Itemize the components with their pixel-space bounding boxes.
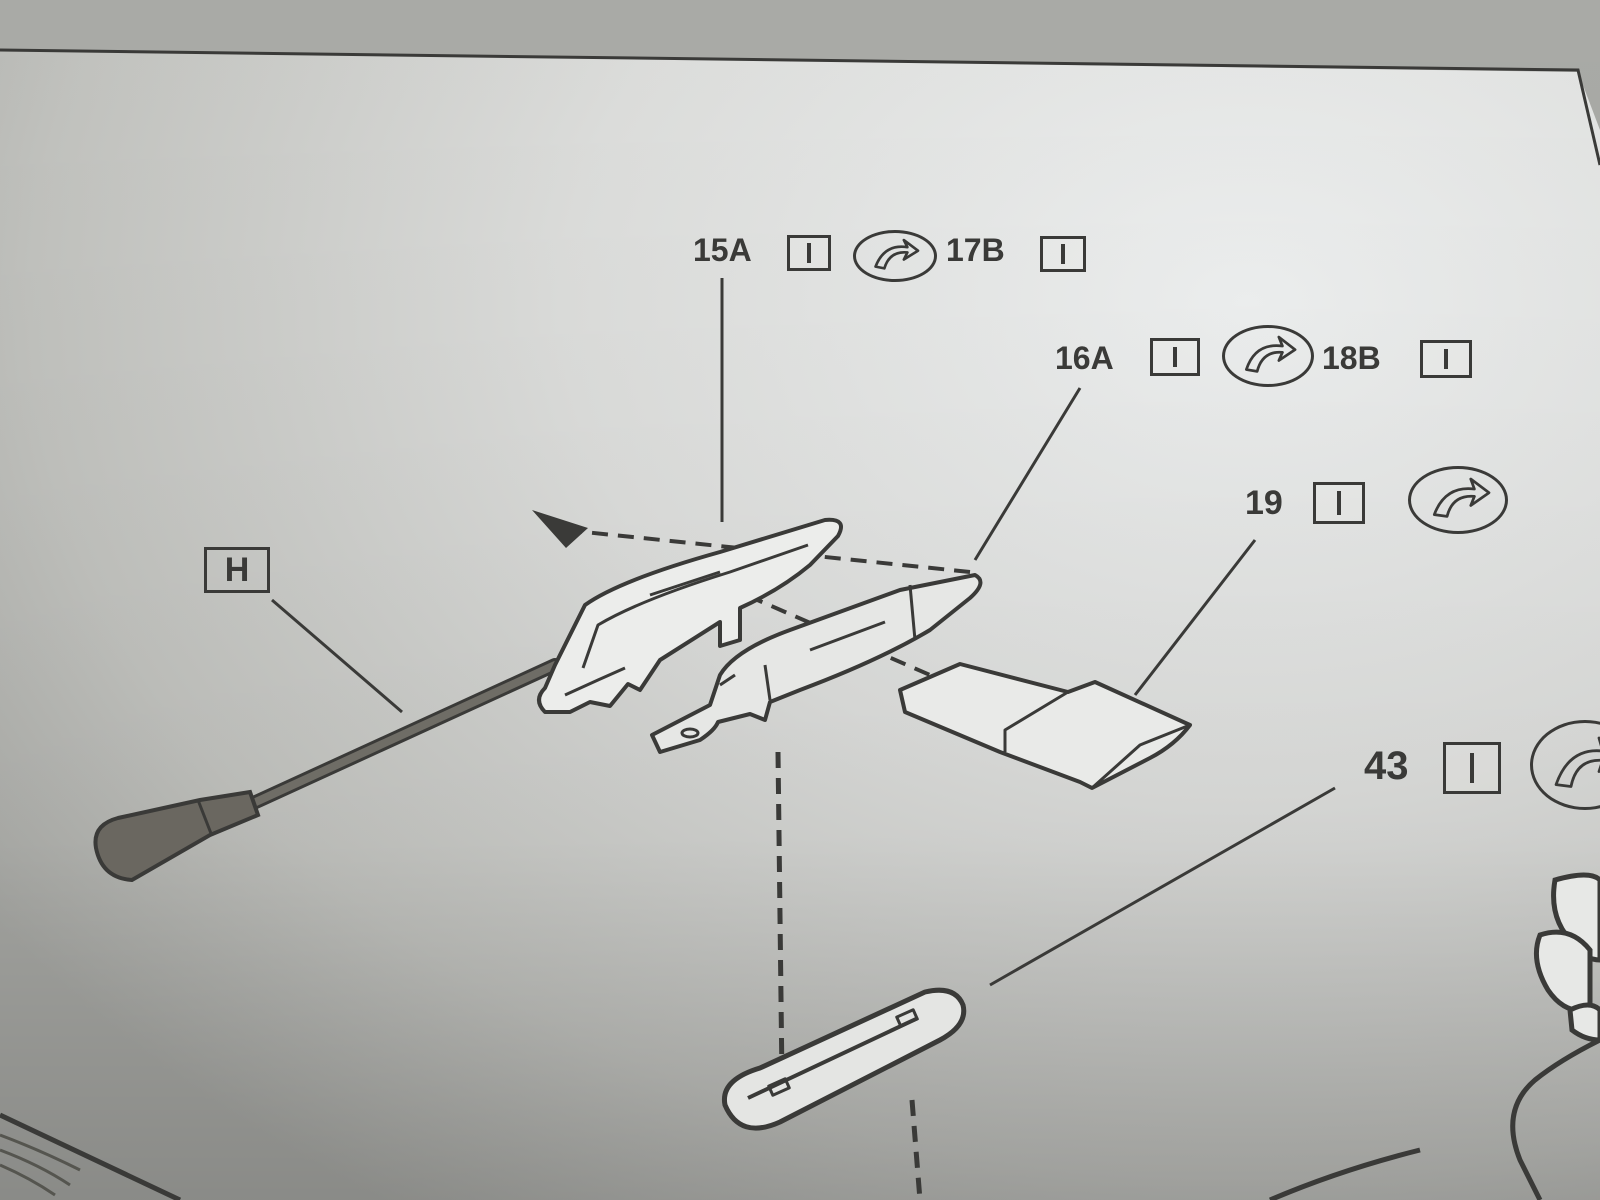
rotate-arrow-icon <box>853 230 937 282</box>
callout-15a-mate: 17B <box>946 232 1005 268</box>
callout-h-box: H <box>204 547 270 593</box>
page-edge-texture <box>0 1133 81 1197</box>
rotate-arrow-icon <box>1222 325 1314 387</box>
part-15a-frame <box>537 517 843 714</box>
leader-19 <box>1133 539 1257 696</box>
leader-lines <box>271 278 1336 987</box>
part-19-panel <box>898 662 1192 790</box>
callout-43-box <box>1443 742 1501 794</box>
page-edge-bottom-left <box>0 1112 182 1200</box>
callout-16a-mate: 18B <box>1322 340 1381 376</box>
leader-43 <box>989 786 1336 987</box>
callout-15a-box <box>787 235 831 271</box>
callout-19-part: 19 <box>1245 484 1283 522</box>
callout-15a-part: 15A <box>693 232 752 268</box>
callout-43-part: 43 <box>1364 744 1409 788</box>
leader-h <box>271 598 403 714</box>
chain-figure <box>1269 872 1600 1200</box>
dash-vertical-2 <box>909 1099 923 1200</box>
part-43-plate <box>721 987 967 1131</box>
callout-19-box <box>1313 482 1365 524</box>
leader-16a <box>973 387 1082 561</box>
dash-to-arrow <box>564 528 971 574</box>
dash-vertical-1 <box>775 751 785 1081</box>
rotate-arrow-icon <box>1530 720 1600 810</box>
part-h-rod <box>93 658 562 883</box>
part-16a-body <box>650 573 983 754</box>
callout-16a-mate-box <box>1420 340 1472 378</box>
rotate-arrow-icon <box>1408 466 1508 534</box>
direction-arrowhead <box>532 510 588 548</box>
callout-16a-box <box>1150 338 1200 376</box>
page-border <box>0 48 1600 166</box>
callout-16a-part: 16A <box>1055 340 1114 376</box>
callout-15a-mate-box <box>1040 236 1086 272</box>
